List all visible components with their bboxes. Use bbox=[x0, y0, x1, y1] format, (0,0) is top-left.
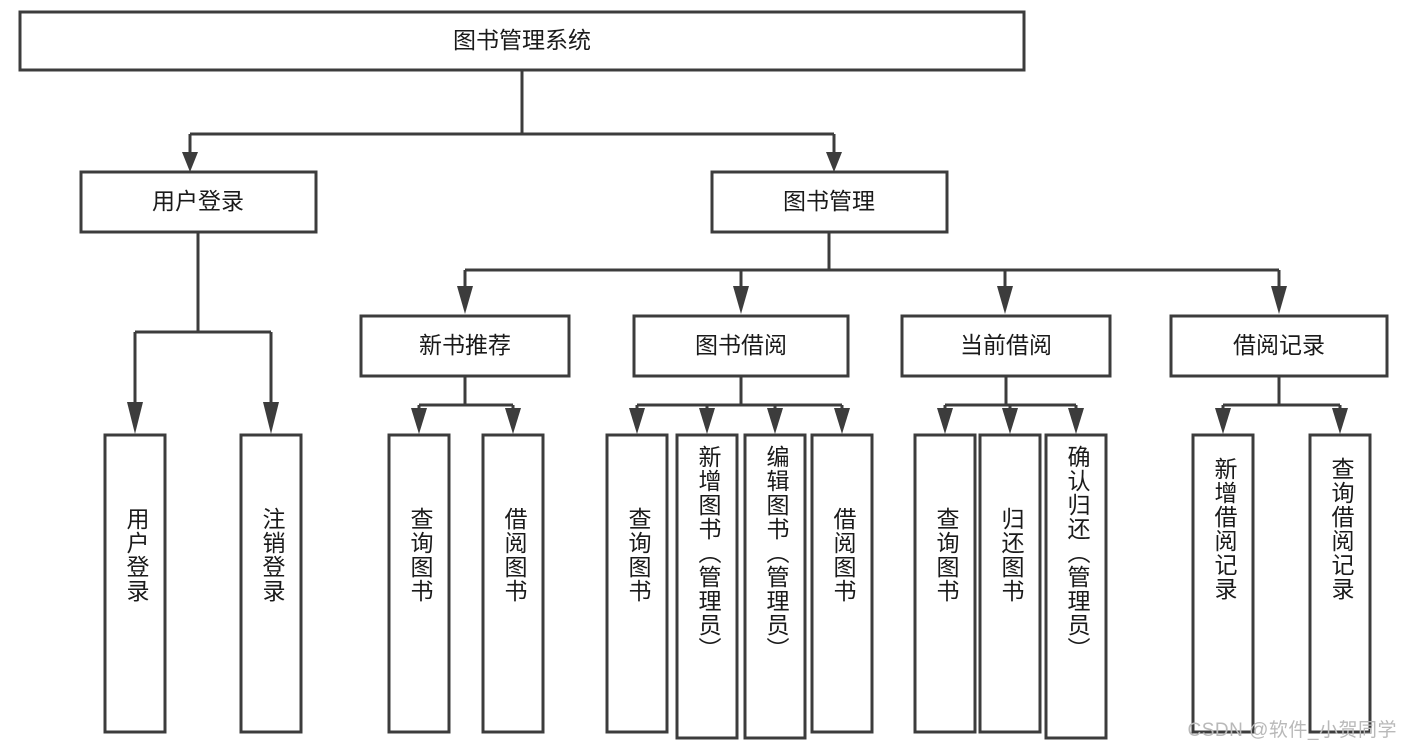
arrow-to-leaf-query-book-3 bbox=[937, 408, 953, 434]
node-user-login-box[interactable] bbox=[79, 170, 318, 234]
arrow-to-leaf-add-book bbox=[699, 408, 715, 434]
arrow-to-user-login bbox=[182, 152, 198, 172]
connector-root-to-level2 bbox=[188, 70, 836, 158]
leaf-box-user-login[interactable] bbox=[103, 433, 167, 734]
leaf-box-query-book-3[interactable] bbox=[913, 433, 977, 734]
connector-new-book-recommend-to-leaves bbox=[417, 376, 515, 412]
connector-book-borrow-to-leaves bbox=[635, 376, 844, 412]
leaf-box-borrow-book-1[interactable] bbox=[481, 433, 545, 734]
connector-borrow-record-to-leaves bbox=[1221, 376, 1342, 412]
arrow-to-book-borrow bbox=[733, 286, 749, 314]
arrow-to-leaf-borrow-book-2 bbox=[834, 408, 850, 434]
node-current-borrow-label: 当前借阅 bbox=[960, 332, 1052, 358]
connector-current-borrow-to-leaves bbox=[943, 376, 1078, 412]
leaf-box-logout[interactable] bbox=[239, 433, 303, 734]
arrow-to-borrow-record bbox=[1271, 286, 1287, 314]
arrow-to-leaf-query-record bbox=[1332, 408, 1348, 434]
leaf-box-query-record[interactable] bbox=[1308, 433, 1372, 734]
node-book-borrow-label: 图书借阅 bbox=[695, 332, 787, 358]
leaf-box-edit-book[interactable] bbox=[743, 433, 807, 740]
leaf-box-add-record[interactable] bbox=[1191, 433, 1255, 734]
arrow-to-leaf-user-login bbox=[127, 402, 143, 434]
leaf-box-query-book-1[interactable] bbox=[387, 433, 451, 734]
arrow-to-leaf-logout bbox=[263, 402, 279, 434]
watermark-text: CSDN @软件_小贺同学 bbox=[1187, 720, 1397, 741]
arrow-to-leaf-query-book-1 bbox=[411, 408, 427, 434]
leaf-box-borrow-book-2[interactable] bbox=[810, 433, 874, 734]
arrow-to-leaf-borrow-book-1 bbox=[505, 408, 521, 434]
arrow-to-leaf-edit-book bbox=[767, 408, 783, 434]
leaf-box-query-book-2[interactable] bbox=[605, 433, 669, 734]
arrow-to-leaf-add-record bbox=[1215, 408, 1231, 434]
node-root-box[interactable] bbox=[18, 10, 1026, 72]
connector-book-manage-to-level3 bbox=[463, 232, 1281, 290]
node-borrow-record-label: 借阅记录 bbox=[1233, 332, 1325, 358]
arrow-to-new-book-recommend bbox=[457, 286, 473, 314]
arrow-to-book-manage bbox=[826, 152, 842, 172]
node-user-login-label: 用户登录 bbox=[152, 188, 244, 214]
arrow-to-leaf-query-book-2 bbox=[629, 408, 645, 434]
node-new-book-recommend-label: 新书推荐 bbox=[419, 332, 511, 358]
leaf-box-return-book[interactable] bbox=[978, 433, 1042, 734]
node-book-manage-label: 图书管理 bbox=[783, 188, 875, 214]
arrow-to-leaf-return-book bbox=[1002, 408, 1018, 434]
arrow-to-current-borrow bbox=[997, 286, 1013, 314]
node-root-label: 图书管理系统 bbox=[453, 27, 591, 53]
arrow-to-leaf-confirm-return bbox=[1068, 408, 1084, 434]
node-current-borrow-box[interactable] bbox=[900, 314, 1112, 378]
node-new-book-recommend-box[interactable] bbox=[359, 314, 571, 378]
leaf-box-confirm-return[interactable] bbox=[1044, 433, 1108, 740]
leaf-box-add-book[interactable] bbox=[675, 433, 739, 740]
connector-user-login-to-leaves bbox=[133, 232, 273, 406]
